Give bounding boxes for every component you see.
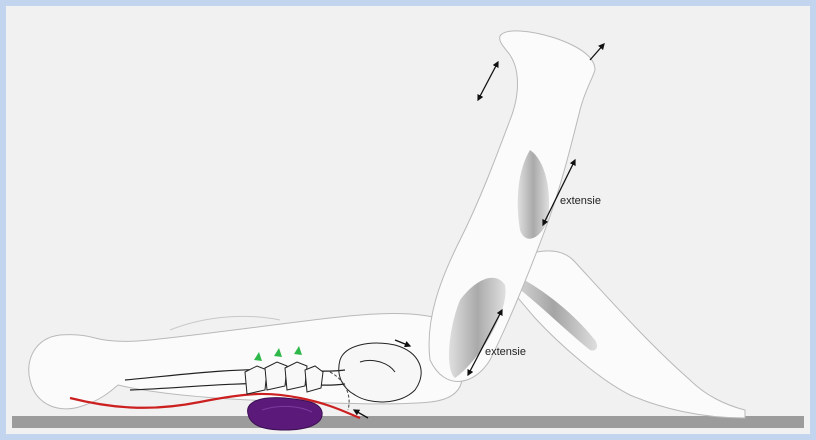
- pillow: [248, 398, 323, 430]
- label-extension-upper: extensie: [560, 195, 601, 207]
- arrow-foot-down: [478, 62, 498, 100]
- pelvis: [339, 343, 421, 402]
- label-extension-lower: extensie: [485, 346, 526, 358]
- bent-leg: [500, 251, 745, 418]
- arrow-foot-up: [590, 44, 604, 60]
